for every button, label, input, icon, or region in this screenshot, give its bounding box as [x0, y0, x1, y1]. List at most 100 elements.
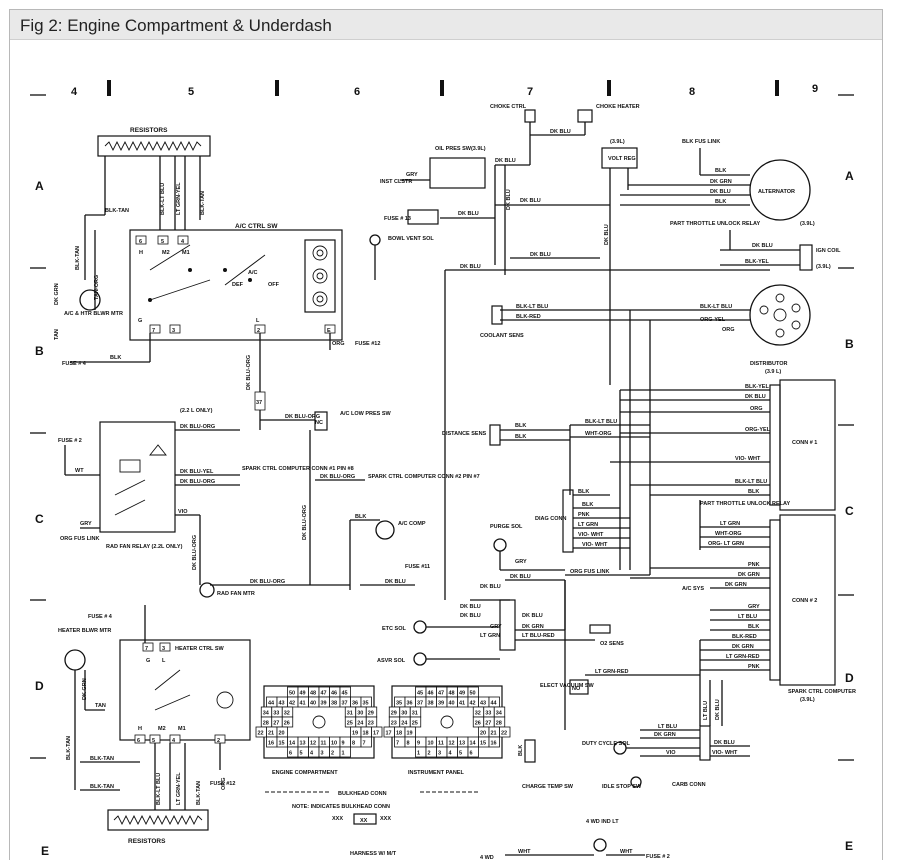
bulkhead-pin-number: 45 [342, 691, 348, 697]
resistors-bottom-label: RESISTORS [128, 838, 166, 845]
bulkhead-pin-number: 50 [470, 691, 476, 697]
spark-ctrl-computer-label: SPARK CTRL COMPUTER [788, 689, 856, 695]
bulkhead-pin-number: 4 [310, 751, 314, 757]
svg-text:LT GRN-RED: LT GRN-RED [726, 654, 760, 660]
elect-vacuum-sw-label: ELECT VACUUM SW [540, 683, 594, 689]
bulkhead-pin-number: 15 [480, 741, 486, 747]
svg-text:DK BLU: DK BLU [480, 584, 501, 590]
svg-text:BLK-LT BLU: BLK-LT BLU [156, 773, 162, 805]
bulkhead-pin-number: 50 [289, 691, 295, 697]
bulkhead-pin-number: 36 [352, 701, 358, 707]
svg-text:BLK-TAN: BLK-TAN [196, 781, 202, 805]
bulkhead-pin-number: 5 [459, 751, 462, 757]
col-label-8: 8 [689, 86, 695, 98]
bulkhead-pin-number: 18 [396, 731, 402, 737]
svg-text:BLK: BLK [110, 355, 121, 361]
grid-tick [607, 80, 611, 96]
svg-text:DK GRN: DK GRN [732, 644, 754, 650]
idle-stop-sw-label: IDLE STOP SW [602, 784, 642, 790]
grid-tick [775, 80, 779, 96]
choke-heater-label: CHOKE HEATER [596, 104, 640, 110]
svg-text:M2: M2 [158, 726, 166, 732]
idle-stop-switch-icon [630, 776, 642, 788]
svg-text:ORG: ORG [750, 406, 763, 412]
svg-text:3: 3 [172, 328, 175, 334]
bulkhead-pin-number: 24 [357, 721, 364, 727]
distance-sensor-icon [489, 424, 501, 446]
bulkhead-pin-number: 11 [321, 741, 327, 747]
ac-control-section: RESISTORS BLK-LT BLU LT GRN-YEL BLK-TAN … [54, 127, 380, 420]
bulkhead-pin-number: 38 [331, 701, 337, 707]
spark-ctrl-1-label: SPARK CTRL COMPUTER CONN #1 PIN #8 [242, 466, 354, 472]
choke-ctrl-label: CHOKE CTRL [490, 104, 527, 110]
svg-text:BLK-TAN: BLK-TAN [90, 784, 114, 790]
svg-text:BLK: BLK [715, 168, 726, 174]
svg-text:4: 4 [181, 239, 185, 245]
heater-blwr-mtr-label: HEATER BLWR MTR [58, 628, 111, 634]
bulkhead-pin-number: 37 [417, 701, 423, 707]
bulkhead-pin-number: 13 [459, 741, 465, 747]
svg-text:LT GRN-RED: LT GRN-RED [595, 669, 629, 675]
svg-text:BLK-RED: BLK-RED [732, 634, 757, 640]
svg-text:DK BLU: DK BLU [510, 574, 531, 580]
wiring-diagram: 4 5 6 7 8 9 A A B B C C D [30, 80, 856, 861]
ign-coil-size: (3.9L) [816, 264, 831, 270]
svg-text:DK BLU-ORG: DK BLU-ORG [180, 424, 215, 430]
bulkhead-pin-number: 15 [279, 741, 285, 747]
conn1-block: CONN # 1 BLK-YEL DK BLU ORG ORG-YEL VIO-… [610, 379, 836, 511]
bulkhead-pin-number: 3 [438, 751, 441, 757]
row-label-c-right: C [845, 504, 854, 518]
svg-text:BLK-RED: BLK-RED [516, 314, 541, 320]
part-throttle-relay-label: PART THROTTLE UNLOCK RELAY [670, 221, 760, 227]
bulkhead-pin-number: 12 [310, 741, 316, 747]
svg-text:LT GRN: LT GRN [578, 522, 598, 528]
four-wd-label: 4 WD [480, 855, 494, 861]
bulkhead-pin-number: 21 [268, 731, 274, 737]
wire-label: BLK-TAN [105, 208, 129, 214]
bulkhead-pin-number: 10 [428, 741, 434, 747]
bulkhead-pin-number: 10 [331, 741, 337, 747]
grid-tick [275, 80, 279, 96]
row-label-d-right: D [845, 671, 854, 685]
svg-text:LT BLU-RED: LT BLU-RED [522, 633, 555, 639]
svg-text:BLK: BLK [515, 434, 526, 440]
svg-text:TAN: TAN [95, 703, 106, 709]
svg-text:37: 37 [256, 400, 262, 406]
bulkhead-pin-number: 30 [401, 711, 407, 717]
resistors-bottom-box [107, 809, 209, 831]
svg-text:TAN: TAN [54, 329, 60, 340]
solenoid-section: DK BLU DK BLU GRY LT GRN DK BLU DK GRN L… [377, 580, 700, 695]
bulkhead-pin-number: 48 [310, 691, 316, 697]
ac-ctrl-switch-label: A/C CTRL SW [235, 223, 278, 230]
bulkhead-pin-number: 2 [428, 751, 431, 757]
bulkhead-pin-number: 26 [475, 721, 481, 727]
bowl-vent-sol-label: BOWL VENT SOL [388, 236, 434, 242]
svg-text:6: 6 [139, 239, 142, 245]
svg-text:6: 6 [137, 738, 140, 744]
col-label-6: 6 [354, 86, 360, 98]
asvr-solenoid-icon [413, 652, 427, 666]
bulkhead-pin-number: 22 [501, 731, 507, 737]
wire-label: BLK-TAN [75, 246, 81, 270]
svg-text:DK BLU: DK BLU [460, 613, 481, 619]
conn2-block: CONN # 2 ORG FUS LINK PNK DK GRN DK GRN … [565, 514, 856, 703]
bulkhead-pin-number: 27 [273, 721, 279, 727]
bulkhead-pin-number: 20 [480, 731, 486, 737]
purge-sol-label: PURGE SOL [490, 524, 523, 530]
svg-text:WHT: WHT [620, 849, 633, 855]
svg-text:2: 2 [217, 738, 220, 744]
svg-text:DK BLU: DK BLU [506, 189, 512, 210]
conn2-body [769, 519, 781, 681]
bulkhead-pin-number: 33 [485, 711, 491, 717]
org-fus-link-2-label: ORG FUS LINK [570, 569, 609, 575]
volt-reg-size: (3.9L) [610, 139, 625, 145]
bulkhead-pin-number: 9 [342, 741, 345, 747]
col-label-9: 9 [812, 83, 818, 95]
bulkhead-pin-number: 31 [347, 711, 353, 717]
svg-text:VIO- WHT: VIO- WHT [578, 532, 604, 538]
ign-coil-label: IGN COIL [816, 248, 841, 254]
etc-sol-label: ETC SOL [382, 626, 406, 632]
ac-comp-icon [375, 520, 395, 540]
bulkhead-conn-label: BULKHEAD CONN [338, 791, 387, 797]
svg-text:DK BLU: DK BLU [604, 224, 610, 245]
